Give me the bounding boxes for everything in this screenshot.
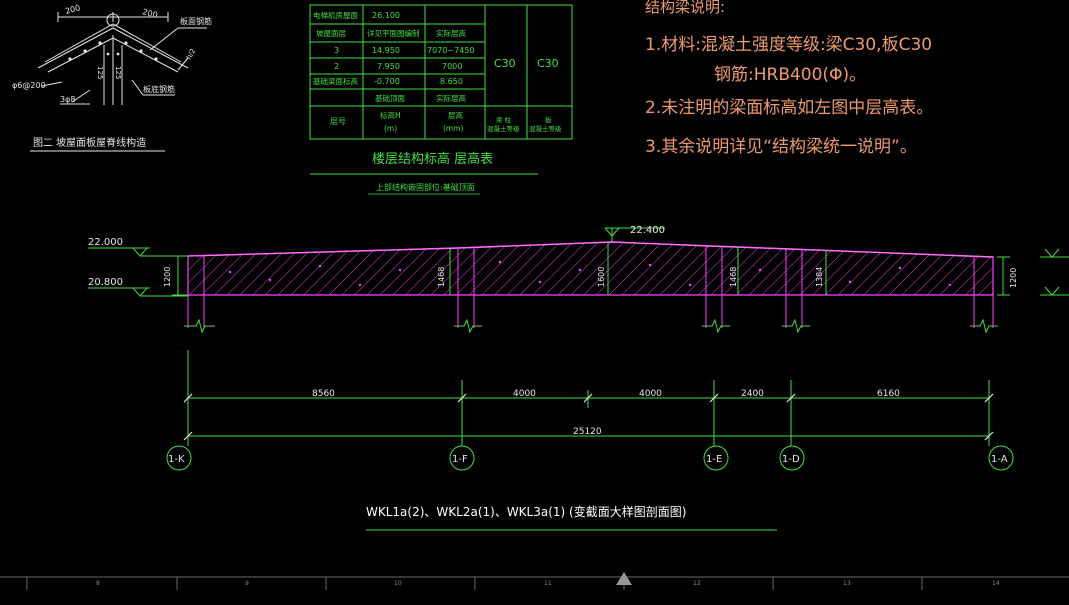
depth-label: 1468 — [437, 267, 446, 287]
table-header-floor: 层号 — [330, 117, 346, 126]
ruler-tick: 12 — [693, 580, 701, 587]
span-dim: 4000 — [513, 389, 536, 399]
table-cell: 14.950 — [372, 46, 400, 55]
elev-bot-left: 20.800 — [88, 277, 123, 288]
axis-bubble: 1-D — [782, 454, 800, 465]
ruler-tick: 11 — [544, 580, 552, 587]
detail-label-125b: 125 — [114, 66, 122, 79]
depth-label: 1384 — [815, 267, 824, 287]
table-cell: 3 — [334, 46, 339, 55]
detail-label-slab-bar: 板底钢筋 — [143, 84, 175, 94]
elev-top-left: 22.000 — [88, 237, 123, 248]
table-cell: 基础梁面标高 — [313, 76, 358, 86]
table-cell: 电梯机房屋面 — [313, 10, 358, 20]
table-subtitle: 上部结构嵌固部位:基础顶面 — [376, 182, 475, 192]
detail-label-spacing: φ6@200 — [12, 81, 46, 90]
table-title: 楼层结构标高 层高表 — [372, 151, 493, 167]
table-cell: 26.100 — [372, 11, 400, 20]
depth-label: 1200 — [1009, 268, 1018, 288]
span-dim: 8560 — [312, 389, 335, 399]
elev-peak: 22.400 — [630, 225, 665, 236]
ruler-tick: 14 — [992, 580, 1000, 587]
ridge-detail: 200 200 板面钢筋 板底钢筋 φ6@200 3φ8 125 125 h/2… — [12, 3, 212, 152]
depth-label: 1468 — [729, 267, 738, 287]
axis-bubble: 1-F — [452, 454, 468, 465]
axis-bubble: 1-A — [991, 454, 1008, 465]
detail-label-corner-bars: 3φ8 — [60, 95, 75, 104]
span-dim: 4000 — [639, 389, 662, 399]
total-dim: 25120 — [573, 427, 602, 437]
ruler-cursor-icon[interactable] — [616, 572, 632, 585]
ruler-tick: 10 — [394, 580, 402, 587]
depth-label: 1200 — [163, 267, 172, 287]
detail-label-thickness: h/2 — [185, 47, 198, 61]
table-cell: -0.700 — [374, 77, 400, 86]
span-dim: 2400 — [741, 389, 764, 399]
table-header-height: 层高 — [448, 110, 463, 120]
notes-line-1: 1.材料:混凝土强度等级:梁C30,板C30 — [645, 35, 932, 55]
notes-line-2: 钢筋:HRB400(Φ)。 — [714, 65, 866, 85]
table-cell: 实际层高 — [436, 28, 466, 38]
depth-label: 1600 — [597, 267, 606, 287]
table-header-beam-grade-2: 混凝土等级 — [487, 124, 520, 133]
table-cell: 实际层高 — [436, 93, 466, 103]
table-cell: 8.650 — [440, 77, 463, 86]
table-cell: 7.950 — [377, 62, 400, 71]
bottom-ruler[interactable]: 8 9 10 11 12 13 14 — [0, 572, 1069, 590]
section-caption: WKL1a(2)、WKL2a(1)、WKL3a(1) (变截面大样图剖面图) — [366, 504, 686, 519]
detail-dim-right: 200 — [141, 7, 158, 20]
table-header-elev-unit: (m) — [384, 124, 397, 133]
table-header-beam-grade-1: 梁 柱 — [496, 115, 512, 124]
detail-dim-left: 200 — [64, 3, 81, 16]
table-header-slab-grade-1: 板 — [545, 115, 552, 124]
span-dim: 6160 — [877, 389, 900, 399]
detail-caption: 图二 坡屋面板屋脊线构造 — [33, 136, 146, 149]
axis-bubble: 1-E — [706, 454, 722, 465]
notes-title: 结构梁说明: — [645, 0, 725, 16]
floor-elevation-table: 电梯机房屋面 26.100 坡屋面层 详见平面图编制 实际层高 3 14.950… — [309, 4, 573, 195]
table-cell: 详见平面图编制 — [367, 28, 420, 38]
table-grade-beam: C30 — [494, 57, 516, 70]
beam-hatched-body — [187, 241, 994, 296]
table-header-height-unit: (mm) — [443, 124, 464, 133]
ruler-tick: 9 — [245, 580, 249, 587]
notes-line-4: 3.其余说明详见“结构梁统一说明”。 — [645, 137, 917, 157]
table-cell: 基础顶面 — [375, 93, 405, 103]
table-header-elev: 标高H — [380, 110, 401, 120]
detail-label-125a: 125 — [96, 66, 104, 79]
table-cell: 7000 — [442, 62, 462, 71]
beam-section: 1200 1468 1600 1468 1384 1200 22.000 20.… — [88, 225, 1069, 531]
ruler-tick: 13 — [843, 580, 851, 587]
table-cell: 7070~7450 — [427, 46, 474, 55]
table-grade-slab: C30 — [537, 57, 559, 70]
detail-label-roof-rebar: 板面钢筋 — [180, 16, 212, 26]
ruler-tick: 8 — [96, 580, 100, 587]
table-cell: 坡屋面层 — [316, 28, 346, 38]
table-header-slab-grade-2: 混凝土等级 — [529, 124, 562, 133]
structural-notes: 结构梁说明: 1.材料:混凝土强度等级:梁C30,板C30 钢筋:HRB400(… — [645, 0, 933, 157]
table-cell: 2 — [334, 62, 339, 71]
notes-line-3: 2.未注明的梁面标高如左图中层高表。 — [645, 98, 933, 118]
axis-bubble: 1-K — [168, 454, 185, 465]
